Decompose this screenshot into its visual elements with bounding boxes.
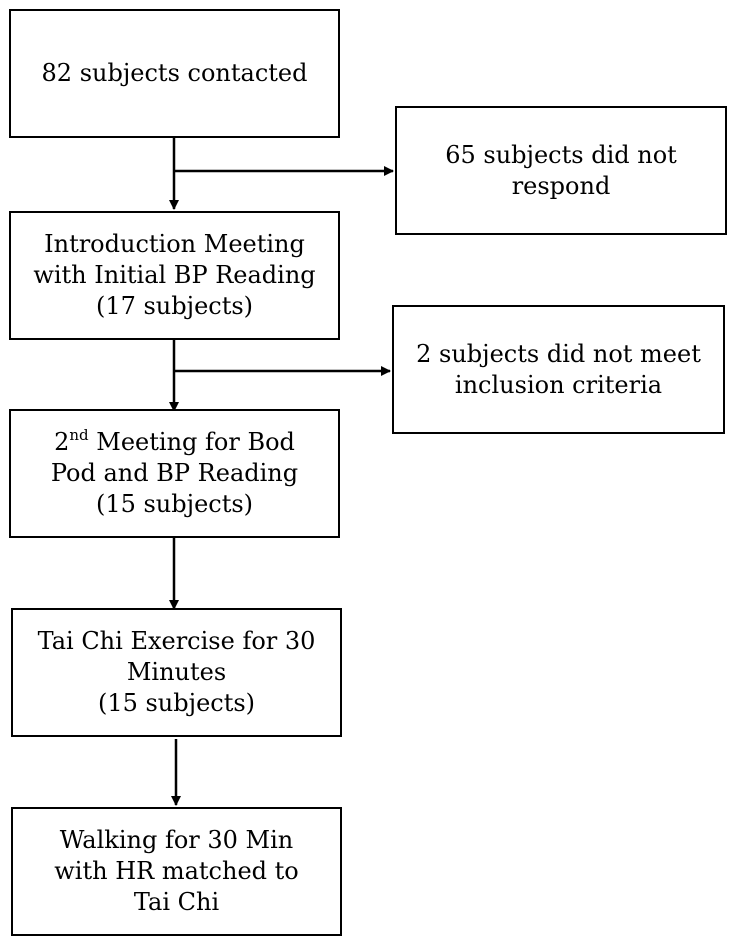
box-walking: Walking for 30 Min with HR matched to Ta… bbox=[11, 807, 342, 936]
excluded-line-1: 2 subjects did not meet bbox=[416, 339, 701, 368]
walking-line-2: with HR matched to bbox=[54, 857, 299, 885]
intro-line-1: Introduction Meeting bbox=[44, 230, 305, 258]
second-meeting-line-2: Pod and BP Reading bbox=[50, 459, 299, 487]
box-tai-chi-exercise: Tai Chi Exercise for 30 Minutes (15 subj… bbox=[11, 608, 342, 737]
second-meeting-line-1-rest: Meeting for Bod bbox=[88, 428, 295, 456]
box-introduction-meeting: Introduction Meeting with Initial BP Rea… bbox=[9, 211, 340, 340]
box-no-response: 65 subjects did not respond bbox=[395, 106, 727, 235]
second-meeting-line-1: 2nd Meeting for Bod bbox=[54, 427, 295, 458]
second-meeting-line-3: (15 subjects) bbox=[95, 490, 254, 518]
box-excluded: 2 subjects did not meet inclusion criter… bbox=[392, 305, 725, 434]
ordinal-number: 2 bbox=[54, 428, 70, 456]
box-second-meeting: 2nd Meeting for Bod Pod and BP Reading (… bbox=[9, 409, 340, 538]
ordinal-suffix: nd bbox=[69, 426, 89, 444]
no-response-line-1: 65 subjects did not bbox=[445, 140, 677, 169]
tai-chi-line-2: Minutes bbox=[126, 658, 227, 686]
tai-chi-line-1: Tai Chi Exercise for 30 bbox=[37, 627, 316, 655]
tai-chi-line-3: (15 subjects) bbox=[97, 689, 256, 717]
contacted-text: 82 subjects contacted bbox=[41, 59, 308, 87]
intro-line-3: (17 subjects) bbox=[95, 292, 254, 320]
walking-line-1: Walking for 30 Min bbox=[59, 826, 294, 854]
no-response-line-2: respond bbox=[511, 171, 611, 200]
box-subjects-contacted: 82 subjects contacted bbox=[9, 9, 340, 138]
intro-line-2: with Initial BP Reading bbox=[33, 261, 316, 289]
excluded-line-2: inclusion criteria bbox=[454, 370, 663, 399]
walking-line-3: Tai Chi bbox=[133, 888, 220, 916]
